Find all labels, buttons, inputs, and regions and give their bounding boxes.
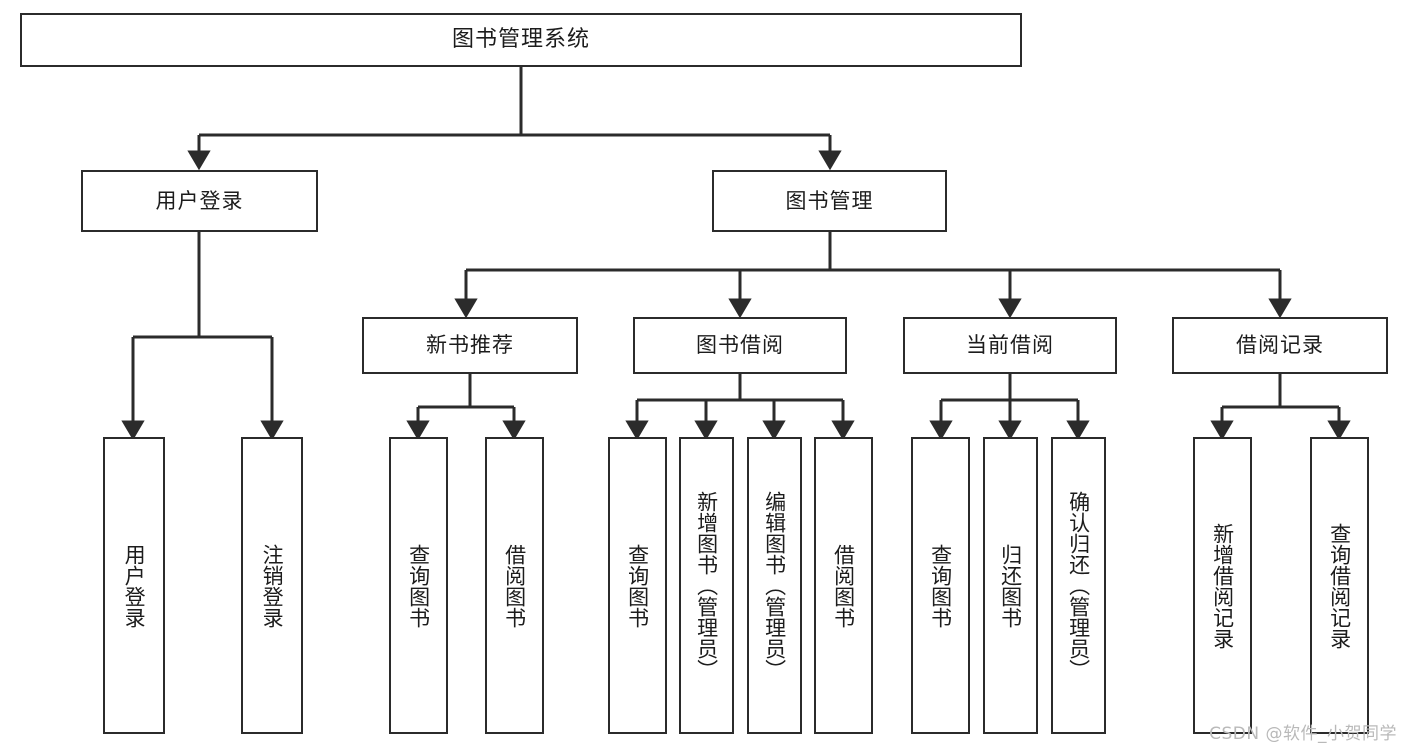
- leaf-query-book-borrow[interactable]: 查询图书: [608, 437, 667, 734]
- leaf-label: 查询图书: [928, 543, 953, 628]
- leaf-label: 查询借阅记录: [1327, 522, 1352, 649]
- node-book-borrow[interactable]: 图书借阅: [633, 317, 847, 374]
- leaf-logout[interactable]: 注销登录: [241, 437, 303, 734]
- leaf-query-borrow-record[interactable]: 查询借阅记录: [1310, 437, 1369, 734]
- leaf-borrow-book[interactable]: 借阅图书: [814, 437, 873, 734]
- leaf-label: 查询图书: [406, 543, 431, 628]
- leaf-add-borrow-record[interactable]: 新增借阅记录: [1193, 437, 1252, 734]
- watermark-text: CSDN @软件_小贺同学: [1209, 724, 1397, 744]
- leaf-label: 查询图书: [625, 543, 650, 628]
- leaf-label: 用户登录: [122, 543, 147, 628]
- leaf-label: 确认归还（管理员）: [1066, 491, 1091, 680]
- leaf-borrow-book-recommend[interactable]: 借阅图书: [485, 437, 544, 734]
- leaf-add-book-admin[interactable]: 新增图书（管理员）: [679, 437, 734, 734]
- node-borrow-records[interactable]: 借阅记录: [1172, 317, 1388, 374]
- leaf-label: 借阅图书: [831, 543, 856, 628]
- leaf-return-book[interactable]: 归还图书: [983, 437, 1038, 734]
- leaf-confirm-return-admin[interactable]: 确认归还（管理员）: [1051, 437, 1106, 734]
- leaf-label: 编辑图书（管理员）: [762, 491, 787, 680]
- node-user-login[interactable]: 用户登录: [81, 170, 318, 232]
- leaf-query-book-current[interactable]: 查询图书: [911, 437, 970, 734]
- leaf-label: 归还图书: [998, 543, 1023, 628]
- leaf-user-login[interactable]: 用户登录: [103, 437, 165, 734]
- leaf-edit-book-admin[interactable]: 编辑图书（管理员）: [747, 437, 802, 734]
- node-book-management[interactable]: 图书管理: [712, 170, 947, 232]
- leaf-label: 新增借阅记录: [1210, 522, 1235, 649]
- node-new-book-recommend[interactable]: 新书推荐: [362, 317, 578, 374]
- node-root[interactable]: 图书管理系统: [20, 13, 1022, 67]
- leaf-label: 新增图书（管理员）: [694, 491, 719, 680]
- leaf-query-book-recommend[interactable]: 查询图书: [389, 437, 448, 734]
- leaf-label: 注销登录: [260, 543, 285, 628]
- leaf-label: 借阅图书: [502, 543, 527, 628]
- node-current-borrow[interactable]: 当前借阅: [903, 317, 1117, 374]
